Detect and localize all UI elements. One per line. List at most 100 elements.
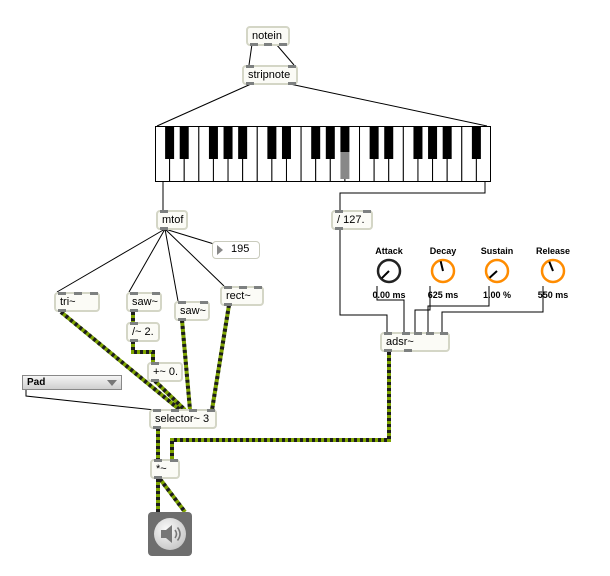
cord-div127-adsr	[339, 230, 388, 332]
saw-object-2[interactable]: saw~	[174, 301, 210, 321]
inlet[interactable]	[154, 459, 162, 462]
inlet[interactable]	[130, 292, 138, 295]
cord-release-adsr	[441, 286, 544, 332]
black-key[interactable]	[165, 126, 175, 159]
cord-decay-adsr	[414, 286, 431, 332]
black-key[interactable]	[208, 126, 218, 159]
selector-object[interactable]: selector~ 3	[149, 409, 217, 429]
black-key[interactable]	[238, 126, 248, 159]
outlet[interactable]	[153, 426, 161, 429]
divide-127-object[interactable]: / 127.	[331, 210, 373, 230]
inlet[interactable]	[224, 286, 232, 289]
inlet[interactable]	[200, 301, 208, 304]
inlet[interactable]	[170, 459, 178, 462]
inlet[interactable]	[90, 292, 98, 295]
notein-object[interactable]: notein	[246, 26, 290, 46]
multiply-object[interactable]: *~	[150, 459, 180, 479]
inlet[interactable]	[335, 210, 343, 213]
inlet[interactable]	[414, 332, 422, 335]
inlet[interactable]	[58, 292, 66, 295]
inlet[interactable]	[363, 210, 371, 213]
attack-knob[interactable]	[375, 257, 403, 285]
divide-127-label: / 127.	[337, 214, 365, 226]
divide-2-object[interactable]: /~ 2.	[126, 322, 160, 342]
plus-0-object[interactable]: +~ 0.	[147, 362, 183, 382]
inlet[interactable]	[288, 65, 296, 68]
tri-object[interactable]: tri~	[54, 292, 100, 312]
black-key[interactable]	[340, 126, 350, 152]
black-key[interactable]	[311, 126, 321, 159]
black-key[interactable]	[428, 126, 438, 159]
outlet[interactable]	[335, 227, 343, 230]
release-knob[interactable]	[539, 257, 567, 285]
sustain-dial[interactable]: Sustain 1.00 %	[472, 245, 522, 301]
umenu-preset[interactable]: Pad	[22, 375, 122, 390]
inlet[interactable]	[189, 409, 197, 412]
black-key[interactable]	[179, 126, 189, 159]
inlet[interactable]	[426, 332, 434, 335]
multiply-label: *~	[156, 463, 167, 475]
outlet[interactable]	[160, 227, 168, 230]
inlet[interactable]	[254, 286, 262, 289]
black-key[interactable]	[267, 126, 277, 159]
stripnote-object[interactable]: stripnote	[242, 65, 298, 85]
inlet[interactable]	[152, 292, 160, 295]
inlet[interactable]	[207, 409, 215, 412]
decay-knob[interactable]	[429, 257, 457, 285]
inlet[interactable]	[178, 301, 186, 304]
saw-object-1[interactable]: saw~	[126, 292, 162, 312]
outlet[interactable]	[58, 309, 66, 312]
outlet[interactable]	[224, 303, 232, 306]
knob-pointer	[439, 261, 444, 272]
black-key[interactable]	[471, 126, 481, 159]
outlet[interactable]	[279, 43, 287, 46]
inlet[interactable]	[151, 362, 159, 365]
outlet[interactable]	[288, 82, 296, 85]
outlet[interactable]	[130, 309, 138, 312]
ezdac-speaker[interactable]	[148, 512, 192, 556]
inlet[interactable]	[153, 409, 161, 412]
inlet[interactable]	[130, 322, 138, 325]
outlet[interactable]	[130, 339, 138, 342]
black-key[interactable]	[223, 126, 233, 159]
black-key[interactable]	[442, 126, 452, 159]
frequency-number-box[interactable]: 195	[212, 241, 260, 259]
outlet[interactable]	[384, 349, 392, 352]
saw-label: saw~	[132, 296, 158, 308]
attack-dial[interactable]: Attack 0.00 ms	[364, 245, 414, 301]
inlet[interactable]	[239, 286, 247, 289]
black-key[interactable]	[325, 126, 335, 159]
kslider-keyboard[interactable]	[155, 126, 491, 182]
mtof-object[interactable]: mtof	[156, 210, 188, 230]
sustain-knob[interactable]	[483, 257, 511, 285]
release-value: 550 ms	[537, 290, 569, 300]
outlet[interactable]	[246, 82, 254, 85]
black-key-pressed[interactable]	[340, 152, 350, 179]
outlet[interactable]	[154, 476, 162, 479]
speaker-button[interactable]	[154, 518, 186, 550]
decay-dial[interactable]: Decay 625 ms	[418, 245, 468, 301]
black-key[interactable]	[384, 126, 394, 159]
rect-object[interactable]: rect~	[220, 286, 264, 306]
inlet[interactable]	[160, 210, 168, 213]
inlet[interactable]	[246, 65, 254, 68]
control-cords	[25, 43, 544, 411]
outlet[interactable]	[404, 349, 412, 352]
sustain-value: 1.00 %	[482, 290, 512, 300]
black-key[interactable]	[281, 126, 291, 159]
inlet[interactable]	[171, 409, 179, 412]
cord-mtof-saw1	[128, 228, 166, 293]
outlet[interactable]	[151, 379, 159, 382]
black-key[interactable]	[413, 126, 423, 159]
inlet[interactable]	[384, 332, 392, 335]
outlet[interactable]	[250, 43, 258, 46]
inlet[interactable]	[74, 292, 82, 295]
black-key[interactable]	[369, 126, 379, 159]
inlet[interactable]	[440, 332, 448, 335]
inlet[interactable]	[402, 332, 410, 335]
adsr-object[interactable]: adsr~	[380, 332, 450, 352]
outlet[interactable]	[178, 318, 186, 321]
outlet[interactable]	[264, 43, 272, 46]
release-dial[interactable]: Release 550 ms	[528, 245, 578, 301]
